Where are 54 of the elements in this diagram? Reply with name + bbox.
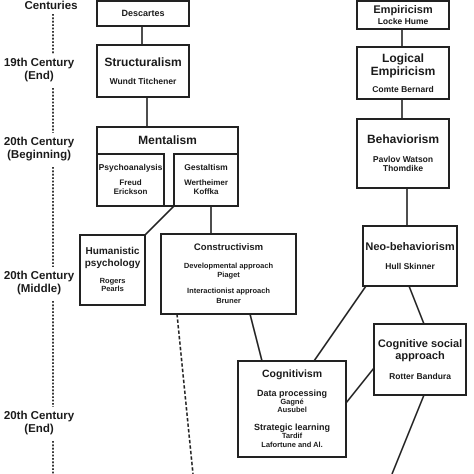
connector-line [401,29,403,47]
connector-line [313,286,367,362]
period-label: 20th Century (Beginning) [2,136,76,162]
connector-line [408,286,425,324]
school-title: Mentalism [138,134,197,148]
approach-subtitle: Strategic learning [254,422,330,432]
connector-line [345,368,375,404]
period-label: 20th Century (Middle) [2,270,76,296]
concept-box [96,153,165,207]
connector-line [391,394,425,474]
concept-box [237,360,347,458]
connector-line [249,314,263,362]
connector-line [406,188,408,226]
author-names: Hull Skinner [385,262,435,272]
concept-box [96,0,190,27]
school-title: Constructivism [194,242,264,254]
connector-line [141,26,143,45]
school-title: Neo-behaviorism [365,240,455,253]
concept-box [373,323,467,396]
author-names: Descartes [121,8,165,19]
author-names: Wertheimer Koffka [183,179,229,198]
concept-box [356,118,450,189]
author-names: Locke Hume [378,16,428,26]
period-label: 19th Century (End) [2,57,76,84]
connector-line [401,99,403,119]
author-names: Pavlov Watson Thomdike [372,154,434,174]
concept-box [173,153,239,207]
school-title: Structuralism [104,56,182,69]
concept-box [79,234,146,306]
school-title: Logical Empiricism [370,52,436,79]
author-names: Comte Bernard [372,84,434,94]
concept-box [160,233,297,315]
school-title: Gestaltism [184,162,228,172]
school-title: Humanistic psychology [84,246,142,269]
school-title: Empiricism [373,4,433,16]
school-title: Cognitivism [262,368,322,381]
author-names: Rotter Bandura [389,372,451,382]
concept-box [362,225,458,287]
grouping-box [96,126,239,207]
author-names: Wundt Titchener [110,76,176,86]
concept-box [356,46,450,100]
concept-box [96,44,190,98]
period-label: Centuries [23,0,79,14]
period-label: 20th Century (End) [2,410,76,436]
connector-line [146,97,148,127]
school-title: Behaviorism [366,133,440,147]
author-names: Freud Erickson [112,179,148,198]
dashed-connector-line [176,314,194,474]
approach-subtitle: Data processing [256,388,328,398]
concept-box [356,0,450,30]
connector-line [144,205,175,236]
school-title: Cognitive social approach [376,338,464,363]
school-title: Psychoanalysis [98,162,162,172]
connector-line [210,206,212,234]
